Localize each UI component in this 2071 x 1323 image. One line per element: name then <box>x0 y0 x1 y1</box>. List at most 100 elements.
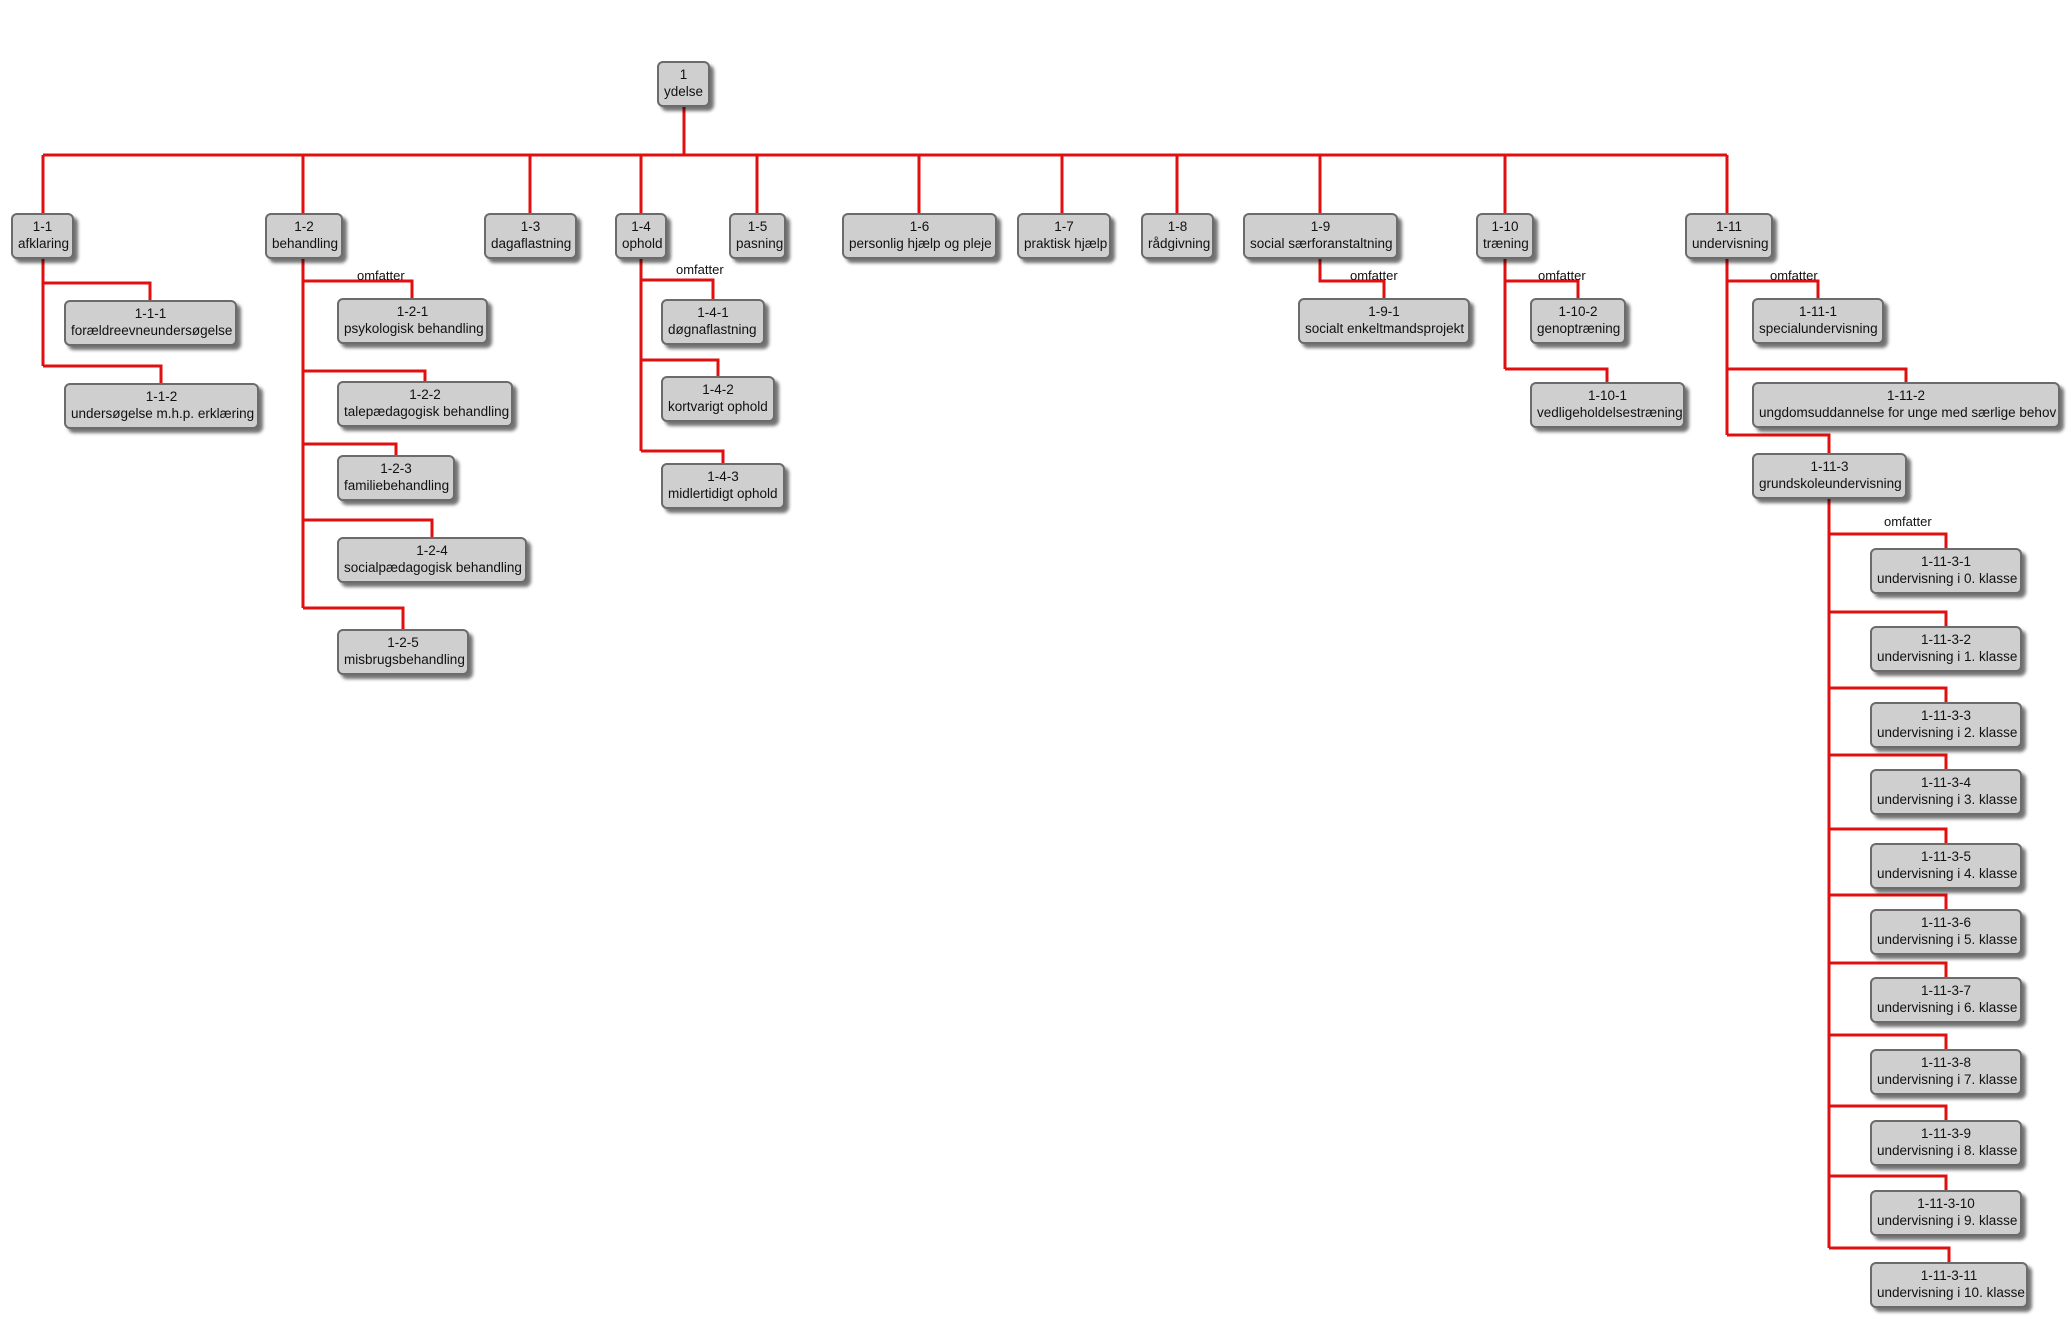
connector-24 <box>641 358 720 376</box>
connector-35 <box>1829 532 1948 548</box>
node-code: 1-11-3 <box>1810 459 1849 474</box>
node-1-11-3-11[interactable]: 1-11-3-11 undervisning i 10. klasse <box>1870 1262 2028 1308</box>
node-label: undervisning i 10. klasse <box>1877 1285 2025 1300</box>
node-label: træning <box>1483 236 1529 251</box>
connector-29 <box>1505 367 1609 382</box>
node-code: 1-10 <box>1491 219 1519 234</box>
connector-39 <box>1829 827 1948 843</box>
node-1-11-3-6[interactable]: 1-11-3-6 undervisning i 5. klasse <box>1870 909 2022 955</box>
node-code: 1-11-3-1 <box>1920 554 1972 569</box>
connector-14 <box>43 281 152 300</box>
node-1-10-1[interactable]: 1-10-1 vedligeholdelsestræning <box>1530 382 1685 428</box>
node-label: ungdomsuddannelse for unge med særlige b… <box>1759 405 2057 420</box>
node-1-11-3-7[interactable]: 1-11-3-7 undervisning i 6. klasse <box>1870 977 2022 1023</box>
node-code: 1-4-1 <box>697 305 729 320</box>
connector-33 <box>1727 433 1831 453</box>
node-label: undervisning i 9. klasse <box>1877 1213 2018 1228</box>
node-code: 1-8 <box>1167 219 1188 234</box>
node-code: 1-11-3-4 <box>1920 775 1972 790</box>
node-code: 1-11-3-7 <box>1920 983 1972 998</box>
node-code: 1-1 <box>32 219 53 234</box>
node-label: undervisning i 6. klasse <box>1877 1000 2018 1015</box>
node-1-11-3-1[interactable]: 1-11-3-1 undervisning i 0. klasse <box>1870 548 2022 594</box>
node-label: undervisning i 2. klasse <box>1877 725 2018 740</box>
node-1-10[interactable]: 1-10 træning <box>1476 213 1534 259</box>
node-code: 1-11-3-10 <box>1917 1196 1975 1211</box>
node-label: talepædagogisk behandling <box>344 404 510 419</box>
node-label: vedligeholdelsestræning <box>1537 405 1683 420</box>
relation-label-1-11-3: omfatter <box>1884 514 1932 529</box>
node-code: 1-4-3 <box>707 469 739 484</box>
node-code: 1-7 <box>1054 219 1074 234</box>
node-code: 1-2-4 <box>416 543 448 558</box>
node-label: undervisning i 5. klasse <box>1877 932 2018 947</box>
node-1-2-2[interactable]: 1-2-2 talepædagogisk behandling <box>337 381 513 427</box>
node-1-11-3-2[interactable]: 1-11-3-2 undervisning i 1. klasse <box>1870 626 2022 672</box>
node-1-1-2[interactable]: 1-1-2 undersøgelse m.h.p. erklæring <box>64 383 259 429</box>
node-code: 1-1-2 <box>145 389 178 404</box>
node-label: social særforanstaltning <box>1250 236 1393 251</box>
node-code: 1-2-2 <box>409 387 441 402</box>
connector-26 <box>1318 259 1386 298</box>
connector-32 <box>1727 367 1908 382</box>
relation-label-1-10: omfatter <box>1538 268 1586 283</box>
node-label: undervisning i 8. klasse <box>1877 1143 2018 1158</box>
node-code: 1-2-1 <box>396 304 429 319</box>
node-code: 1-4 <box>631 219 651 234</box>
node-label: undervisning i 4. klasse <box>1877 866 2018 881</box>
connector-42 <box>1829 1033 1948 1049</box>
connector-17 <box>303 279 414 298</box>
node-1-11-2[interactable]: 1-11-2 ungdomsuddannelse for unge med sær… <box>1752 382 2060 428</box>
connector-45 <box>1829 1246 1951 1262</box>
node-label: pasning <box>736 236 784 251</box>
node-code: 1-11-3-2 <box>1920 632 1972 647</box>
node-label: undervisning i 1. klasse <box>1877 649 2018 664</box>
node-label: misbrugsbehandling <box>344 652 465 667</box>
node-code: 1-11-2 <box>1886 388 1926 403</box>
connector-41 <box>1829 961 1948 977</box>
connector-44 <box>1829 1174 1948 1190</box>
node-label: undervisning i 0. klasse <box>1877 571 2018 586</box>
node-label: forældreevneundersøgelse <box>71 323 233 338</box>
node-code: 1-11-3-5 <box>1920 849 1972 864</box>
node-label: specialundervisning <box>1759 321 1878 336</box>
node-code: 1 <box>679 67 688 82</box>
connector-25 <box>641 449 725 463</box>
node-code: 1-11-3-6 <box>1920 915 1972 930</box>
node-1-11-3-10[interactable]: 1-11-3-10 undervisning i 9. klasse <box>1870 1190 2022 1236</box>
connector-28 <box>1505 279 1580 298</box>
node-code: 1-11-3-11 <box>1920 1268 1978 1283</box>
node-1-11-3-5[interactable]: 1-11-3-5 undervisning i 4. klasse <box>1870 843 2022 889</box>
node-code: 1-10-1 <box>1587 388 1628 403</box>
node-label: undersøgelse m.h.p. erklæring <box>71 406 255 421</box>
connector-37 <box>1829 686 1948 702</box>
node-code: 1-2-3 <box>380 461 412 476</box>
